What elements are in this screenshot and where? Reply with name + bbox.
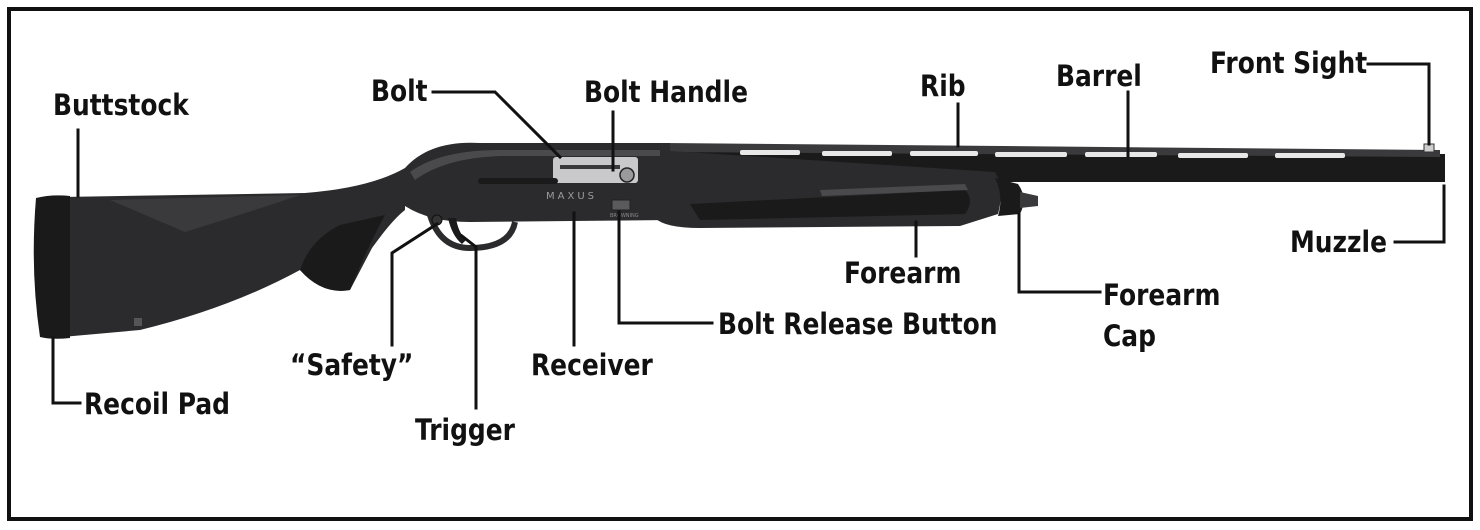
leader-recoil-pad (51, 336, 82, 405)
leader-trigger (459, 233, 478, 410)
leader-lines (51, 62, 1446, 410)
label-forearm-cap-line2: Cap (1103, 320, 1156, 353)
receiver-engraving: MAXUS (546, 191, 597, 202)
forearm-grip-panel (690, 190, 970, 220)
leader-safety (390, 221, 440, 347)
leader-muzzle (1393, 184, 1446, 244)
label-bolt-release-button: Bolt Release Button (718, 308, 998, 341)
shotgun-illustration: MAXUS BROWNING (33, 142, 1445, 339)
pistol-grip-shape (300, 215, 385, 291)
bolt-shape (553, 157, 638, 183)
label-front-sight: Front Sight (1210, 47, 1367, 80)
forearm-cap-shape (995, 178, 1024, 216)
leader-front-sight (1366, 62, 1431, 146)
label-muzzle: Muzzle (1290, 226, 1387, 259)
label-bolt: Bolt (371, 75, 428, 108)
label-forearm-cap-line1: Forearm (1103, 279, 1220, 312)
recoil-pad-shape (33, 195, 70, 339)
label-barrel: Barrel (1056, 60, 1142, 93)
leader-bolt (431, 90, 563, 160)
label-safety: “Safety” (290, 349, 413, 382)
trigger-guard-shape (427, 214, 518, 252)
leader-bolt-release (617, 210, 714, 325)
label-trigger: Trigger (415, 414, 516, 447)
leader-forearm-cap (1017, 212, 1102, 294)
label-buttstock: Buttstock (53, 89, 190, 122)
bolt-release-button-shape (611, 199, 631, 211)
rib-vents (740, 150, 1345, 158)
label-recoil-pad: Recoil Pad (84, 388, 230, 421)
label-bolt-handle: Bolt Handle (584, 76, 748, 109)
part-labels: Buttstock Bolt Bolt Handle Rib Barrel Fr… (53, 47, 1387, 447)
label-rib: Rib (920, 70, 966, 103)
label-forearm: Forearm (844, 257, 961, 290)
label-receiver: Receiver (531, 349, 653, 382)
receiver-small-mark: BROWNING (610, 213, 639, 219)
bolt-handle-knob (619, 167, 635, 183)
